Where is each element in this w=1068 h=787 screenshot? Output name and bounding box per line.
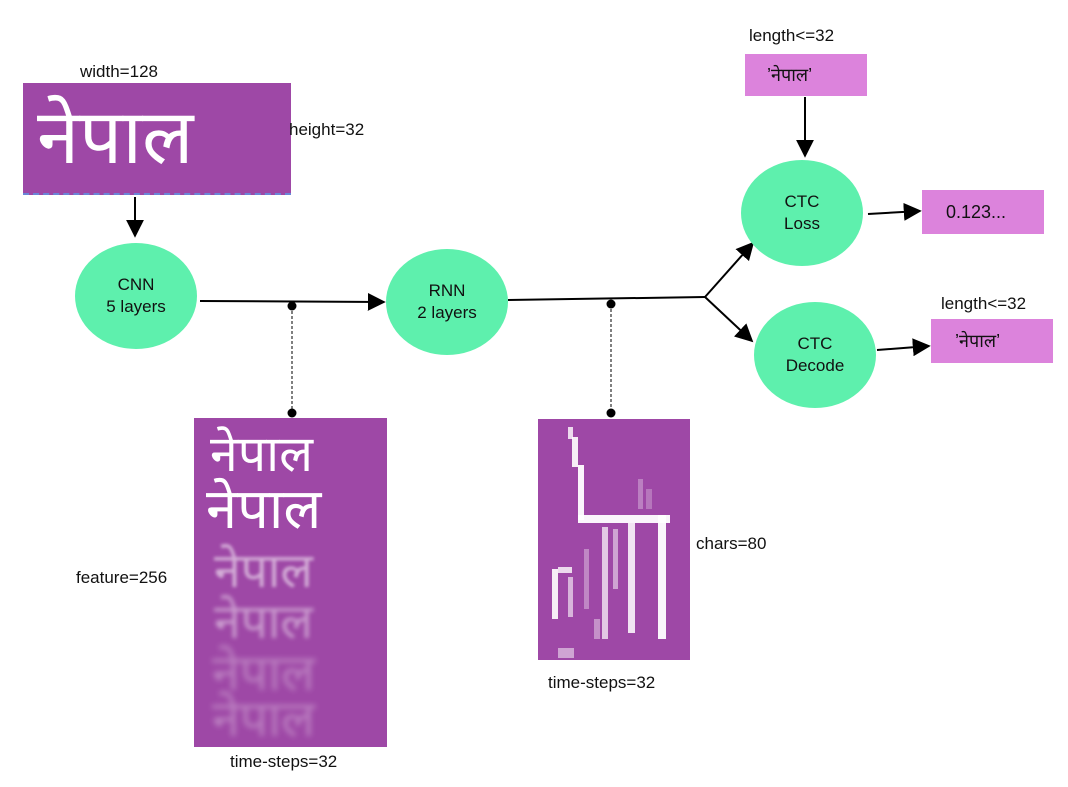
ctc-decode-node: CTC Decode xyxy=(754,302,876,408)
decoded-output-value: ’नेपाल’ xyxy=(955,331,1001,351)
rnn-time-steps-label: time-steps=32 xyxy=(548,673,656,692)
rnn-output-pattern xyxy=(552,427,670,658)
cnn-time-steps-label: time-steps=32 xyxy=(230,752,338,771)
pattern-stroke-12 xyxy=(584,549,589,609)
ctc-loss-subtitle: Loss xyxy=(784,214,820,233)
input-image: नेपाल xyxy=(23,83,291,195)
feature-word-3: नेपाल xyxy=(214,543,313,599)
pattern-stroke-5 xyxy=(658,515,666,639)
tap-dot-bottom-cnn xyxy=(287,408,297,418)
pattern-stroke-13 xyxy=(638,479,643,509)
ctc-loss-node: CTC Loss xyxy=(741,160,863,266)
feature-word-5: नेपाल xyxy=(212,644,315,702)
tap-dot-top-rnn xyxy=(606,299,616,309)
ctc-decode-subtitle: Decode xyxy=(785,356,845,375)
ctc-loss-title: CTC xyxy=(784,192,820,211)
pattern-stroke-15 xyxy=(558,648,574,658)
tap-dot-top-cnn xyxy=(287,301,297,311)
rnn-output-matrix xyxy=(538,419,690,660)
feature-word-1: नेपाल xyxy=(210,425,313,483)
decoded-length-label: length<=32 xyxy=(941,294,1027,313)
ctc-decode-title: CTC xyxy=(797,334,833,353)
pattern-stroke-6 xyxy=(628,523,635,633)
pattern-stroke-9 xyxy=(552,569,558,619)
pattern-stroke-14 xyxy=(646,489,652,509)
target-text-value: ’नेपाल’ xyxy=(767,65,813,85)
tap-dot-bottom-rnn xyxy=(606,408,616,418)
input-handwritten-word: नेपाल xyxy=(37,92,194,181)
line-rnn-to-split xyxy=(507,296,706,301)
target-length-label: length<=32 xyxy=(749,26,835,45)
target-text-box: ’नेपाल’ xyxy=(745,54,867,96)
rnn-title: RNN xyxy=(428,281,466,300)
input-height-label: height=32 xyxy=(289,120,365,139)
loss-output-value: 0.123... xyxy=(946,201,1007,222)
cnn-subtitle: 5 layers xyxy=(106,297,166,316)
loss-output-box: 0.123... xyxy=(922,190,1044,234)
arrow-ctc-decode-to-output xyxy=(876,338,931,357)
pattern-stroke-11 xyxy=(568,577,573,617)
arrow-ctc-loss-to-output xyxy=(867,202,922,221)
pattern-stroke-8 xyxy=(613,529,618,589)
feature-word-4: नेपाल xyxy=(214,594,313,650)
rnn-subtitle: 2 layers xyxy=(417,303,477,322)
chars-label: chars=80 xyxy=(696,534,767,553)
feature-word-6: नेपाल xyxy=(212,690,315,747)
input-width-label: width=128 xyxy=(80,62,158,81)
pattern-stroke-1 xyxy=(568,427,573,439)
feature-word-2: नेपाल xyxy=(206,477,322,542)
rnn-node: RNN 2 layers xyxy=(386,249,508,355)
pattern-stroke-4 xyxy=(578,515,670,523)
pattern-stroke-16 xyxy=(594,619,600,639)
pattern-stroke-7 xyxy=(602,527,608,639)
pattern-stroke-10 xyxy=(558,567,572,573)
cnn-node: CNN 5 layers xyxy=(75,243,197,349)
cnn-feature-map: नेपाल नेपाल नेपाल नेपाल नेपाल नेपाल xyxy=(194,418,387,747)
arrow-split-to-ctc-loss xyxy=(704,241,755,298)
pattern-stroke-2 xyxy=(572,437,578,467)
arrow-split-to-ctc-decode xyxy=(704,296,754,343)
cnn-title: CNN xyxy=(117,275,155,294)
feature-label: feature=256 xyxy=(76,568,168,587)
pattern-stroke-3 xyxy=(578,465,584,520)
decoded-output-box: ’नेपाल’ xyxy=(931,319,1053,363)
